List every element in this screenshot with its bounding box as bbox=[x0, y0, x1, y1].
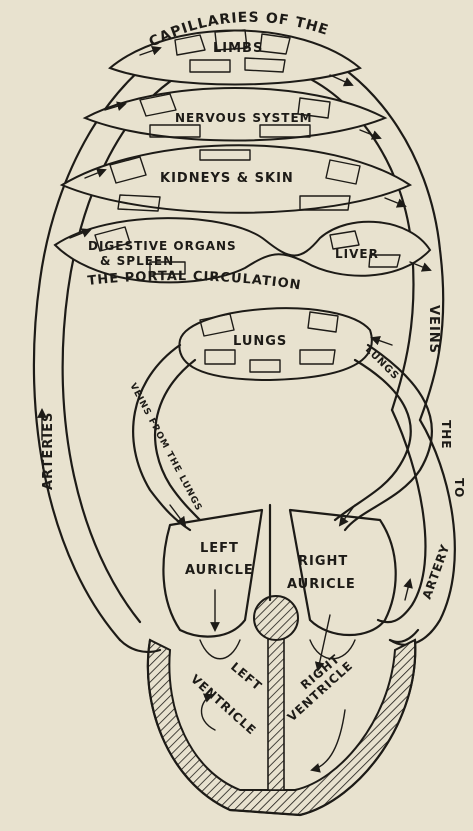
left-auricle-label-1: LEFT bbox=[200, 541, 239, 556]
pulmonary-artery-arrow-icon bbox=[405, 580, 410, 600]
right-auricle-label-2: AURICLE bbox=[287, 577, 356, 592]
veins-label: VEINS bbox=[426, 305, 441, 354]
lungs-branch-label: LUNGS bbox=[363, 344, 401, 382]
liver-label: LIVER bbox=[335, 247, 379, 261]
portal-circulation-label: THE PORTAL CIRCULATION bbox=[87, 269, 303, 293]
lungs-label: LUNGS bbox=[233, 334, 287, 349]
the-label: THE bbox=[439, 420, 453, 449]
lungs-arrow-icon bbox=[372, 338, 392, 345]
limbs-label: LIMBS bbox=[213, 41, 263, 56]
spleen-label: & SPLEEN bbox=[100, 254, 174, 268]
left-ventricle-label-1: LEFT bbox=[228, 660, 265, 694]
limbs-return-arrow-icon bbox=[330, 75, 352, 85]
kidneys-skin-label: KIDNEYS & SKIN bbox=[160, 171, 294, 186]
to-label: TO bbox=[452, 478, 466, 498]
nervous-system-label: NERVOUS SYSTEM bbox=[175, 111, 313, 125]
arteries-label: ARTERIES bbox=[41, 412, 56, 490]
veins-from-lungs-label: VEINS FROM THE LUNGS bbox=[127, 382, 203, 513]
left-auricle-label-2: AURICLE bbox=[185, 563, 254, 578]
right-auricle-label-1: RIGHT bbox=[298, 554, 348, 569]
digestive-organs-label: DIGESTIVE ORGANS bbox=[88, 239, 237, 253]
right-ventricle-flow-arrow-icon bbox=[312, 710, 345, 770]
heart bbox=[148, 505, 415, 815]
